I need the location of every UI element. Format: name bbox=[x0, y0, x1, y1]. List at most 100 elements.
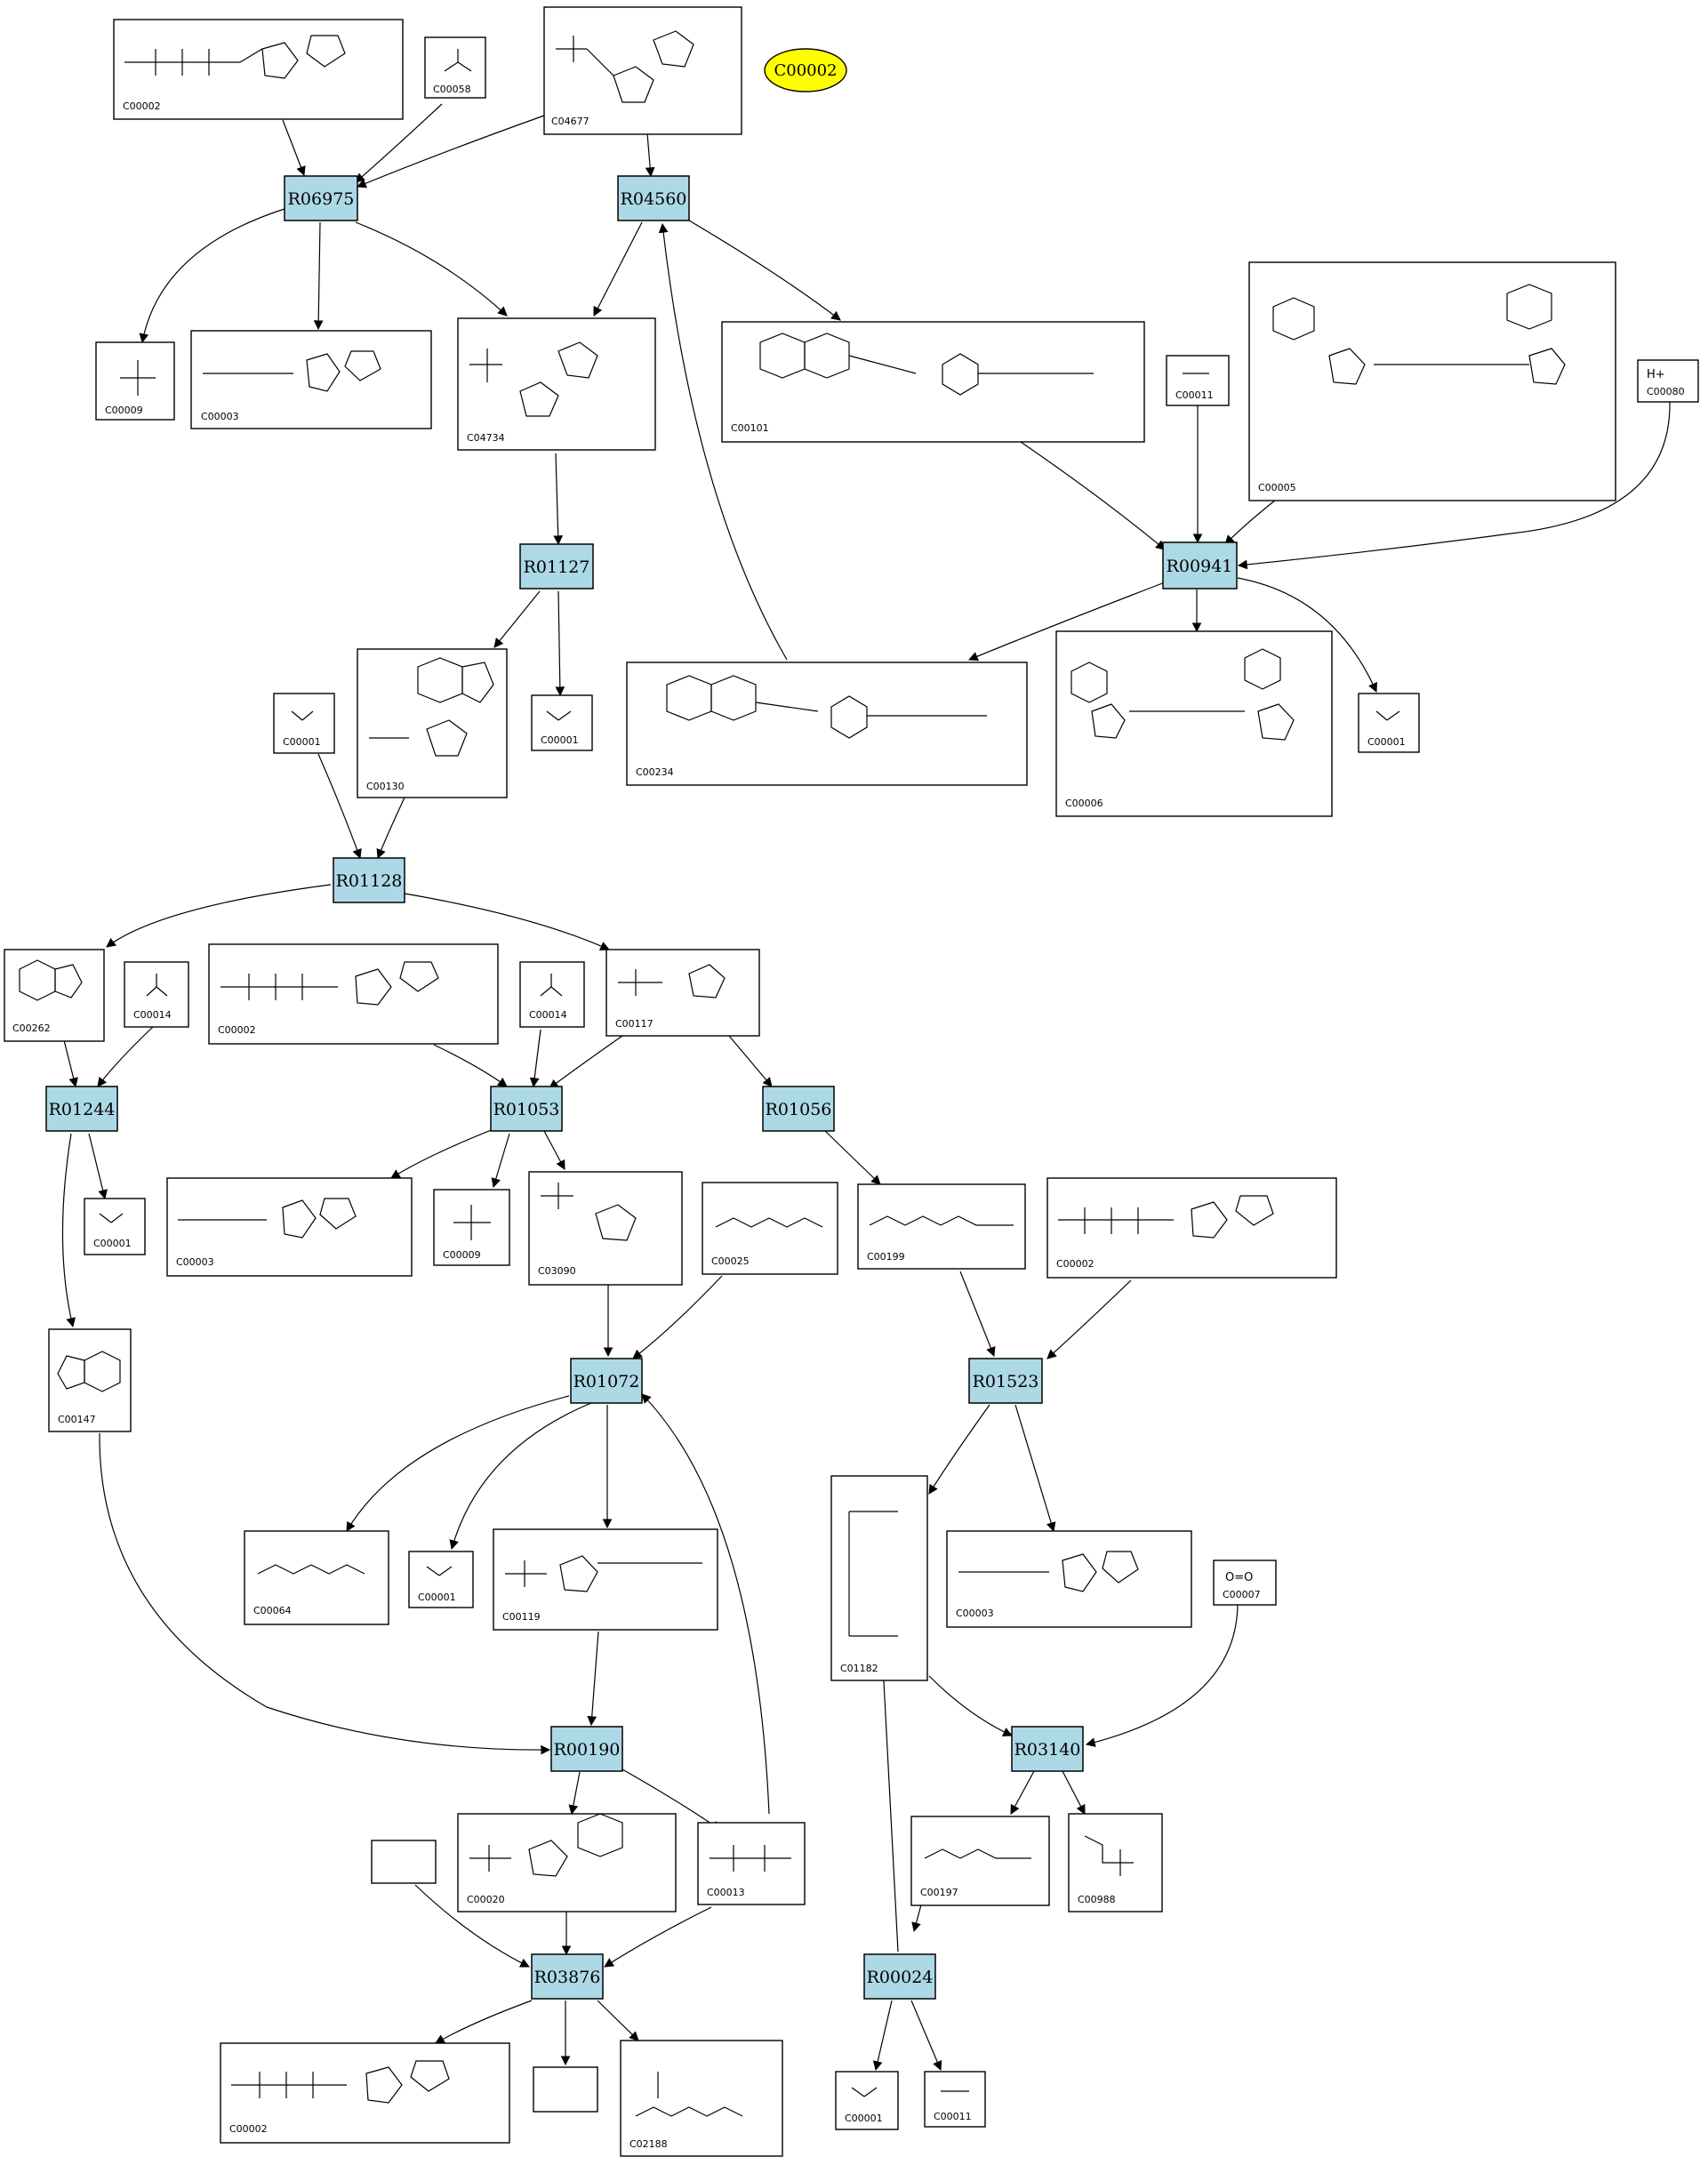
reaction-R01128[interactable]: R01128 bbox=[333, 857, 405, 903]
edge bbox=[1062, 1770, 1086, 1815]
compound-C00002[interactable]: C00002 bbox=[220, 2042, 510, 2144]
edge bbox=[928, 1404, 990, 1495]
compound-C03090[interactable]: C03090 bbox=[528, 1171, 683, 1286]
compound-C00020[interactable]: C00020 bbox=[457, 1813, 677, 1912]
compound-C00058[interactable]: C00058 bbox=[424, 36, 486, 99]
compound-C00001[interactable]: C00001 bbox=[1358, 693, 1420, 753]
reaction-R01056[interactable]: R01056 bbox=[762, 1086, 835, 1132]
compound-C00002[interactable]: C00002 bbox=[113, 19, 404, 120]
compound-C00197[interactable]: C00197 bbox=[910, 1816, 1050, 1906]
reaction-R01053[interactable]: R01053 bbox=[490, 1086, 563, 1132]
edge bbox=[1017, 439, 1166, 550]
structure-sketch bbox=[444, 49, 472, 72]
reaction-label: R00190 bbox=[554, 1740, 621, 1760]
compound-C00002[interactable]: C00002 bbox=[208, 943, 499, 1045]
compound-C00009[interactable]: C00009 bbox=[95, 341, 175, 421]
edge bbox=[910, 2000, 942, 2071]
compound-C00262[interactable]: C00262 bbox=[4, 949, 105, 1042]
edge bbox=[824, 1130, 881, 1185]
reaction-R06975[interactable]: R06975 bbox=[284, 175, 358, 221]
edge bbox=[1237, 401, 1671, 570]
compound-C00001[interactable]: C00001 bbox=[408, 1551, 474, 1608]
reaction-R01072[interactable]: R01072 bbox=[570, 1358, 643, 1404]
compound-id: C00197 bbox=[920, 1887, 958, 1898]
compound-C00001[interactable]: C00001 bbox=[84, 1198, 146, 1255]
compound-C00064[interactable]: C00064 bbox=[244, 1530, 389, 1625]
edge bbox=[968, 581, 1166, 662]
compound-C00025[interactable]: C00025 bbox=[702, 1182, 838, 1275]
reaction-R01244[interactable]: R01244 bbox=[45, 1086, 118, 1132]
edge bbox=[61, 1133, 76, 1328]
compound-C04677[interactable]: C04677 bbox=[543, 6, 742, 135]
compound-C00003[interactable]: C00003 bbox=[946, 1530, 1192, 1628]
reaction-R00941[interactable]: R00941 bbox=[1162, 541, 1238, 589]
edge bbox=[1014, 1404, 1056, 1533]
structure-sketch bbox=[369, 657, 494, 757]
compound-C00117[interactable]: C00117 bbox=[605, 949, 760, 1037]
structure-sketch bbox=[540, 974, 563, 997]
compound-C02188[interactable]: C02188 bbox=[620, 2040, 783, 2157]
edge bbox=[1085, 1604, 1239, 1747]
compound-id: C00009 bbox=[443, 1249, 481, 1261]
reaction-R01127[interactable]: R01127 bbox=[519, 543, 594, 589]
compound-placeholder[interactable] bbox=[533, 2066, 598, 2113]
compound-C00988[interactable]: C00988 bbox=[1068, 1813, 1163, 1912]
compound-C00002[interactable]: C00002 bbox=[1046, 1177, 1337, 1279]
compound-id: C00005 bbox=[1258, 482, 1296, 493]
compound-C00003[interactable]: C00003 bbox=[166, 1177, 413, 1277]
edge bbox=[593, 221, 643, 317]
compound-C00014[interactable]: C00014 bbox=[124, 961, 189, 1028]
compound-placeholder[interactable] bbox=[371, 1840, 437, 1884]
compound-id: C00117 bbox=[615, 1018, 654, 1030]
compound-C00006[interactable]: C00006 bbox=[1055, 630, 1333, 817]
structure-sketch bbox=[541, 1183, 637, 1241]
compound-C00234[interactable]: C00234 bbox=[626, 662, 1028, 786]
compound-C01182[interactable]: C01182 bbox=[830, 1475, 928, 1681]
compound-C00199[interactable]: C00199 bbox=[857, 1183, 1026, 1270]
compound-C00005[interactable]: C00005 bbox=[1248, 261, 1616, 501]
compound-C00013[interactable]: C00013 bbox=[697, 1822, 806, 1905]
compound-C00119[interactable]: C00119 bbox=[493, 1528, 718, 1631]
formula-text: O=O bbox=[1225, 1571, 1253, 1584]
compound-id: C00003 bbox=[176, 1256, 214, 1268]
compound-C04734[interactable]: C04734 bbox=[457, 317, 656, 451]
compound-C00011[interactable]: C00011 bbox=[1166, 355, 1230, 406]
edge bbox=[355, 103, 443, 183]
structure-sketch bbox=[505, 1555, 702, 1592]
reaction-R00024[interactable]: R00024 bbox=[863, 1953, 936, 2000]
compound-C00001[interactable]: C00001 bbox=[835, 2071, 899, 2130]
structure-sketch bbox=[546, 710, 572, 721]
compound-C00101[interactable]: C00101 bbox=[721, 321, 1145, 443]
edge bbox=[449, 1402, 592, 1551]
reaction-R03140[interactable]: R03140 bbox=[1011, 1726, 1084, 1772]
compound-id: C00234 bbox=[636, 766, 674, 778]
compound-C00001[interactable]: C00001 bbox=[531, 694, 593, 751]
edge bbox=[414, 1884, 530, 1968]
compounds: C00002 C00058 C04677 bbox=[4, 6, 1699, 2157]
reaction-R00190[interactable]: R00190 bbox=[550, 1726, 623, 1772]
highlight-compound[interactable]: C00002 bbox=[764, 48, 847, 92]
reaction-label: R01053 bbox=[493, 1100, 560, 1119]
compound-C00011[interactable]: C00011 bbox=[924, 2071, 986, 2128]
structure-sketch bbox=[1071, 648, 1295, 741]
compound-C00147[interactable]: C00147 bbox=[48, 1328, 132, 1432]
structure-sketch bbox=[453, 1205, 491, 1240]
edge bbox=[684, 217, 841, 321]
reaction-R04560[interactable]: R04560 bbox=[617, 175, 690, 221]
compound-C00014[interactable]: C00014 bbox=[519, 961, 585, 1028]
compound-id: C00988 bbox=[1078, 1894, 1116, 1905]
compound-C00130[interactable]: C00130 bbox=[357, 648, 508, 798]
edge bbox=[433, 1044, 508, 1087]
structure-sketch bbox=[99, 1213, 124, 1223]
edge bbox=[491, 1133, 510, 1189]
compound-C00009[interactable]: C00009 bbox=[433, 1189, 510, 1266]
compound-C00080[interactable]: H+ C00080 bbox=[1637, 359, 1699, 403]
compound-id: C00001 bbox=[93, 1238, 132, 1249]
compound-C00003[interactable]: C00003 bbox=[190, 330, 432, 429]
reaction-R03876[interactable]: R03876 bbox=[531, 1953, 604, 2000]
compound-C00007[interactable]: O=O C00007 bbox=[1213, 1560, 1277, 1606]
compound-C00001[interactable]: C00001 bbox=[273, 693, 335, 754]
structure-sketch bbox=[759, 333, 1094, 396]
reaction-R01523[interactable]: R01523 bbox=[968, 1358, 1043, 1404]
